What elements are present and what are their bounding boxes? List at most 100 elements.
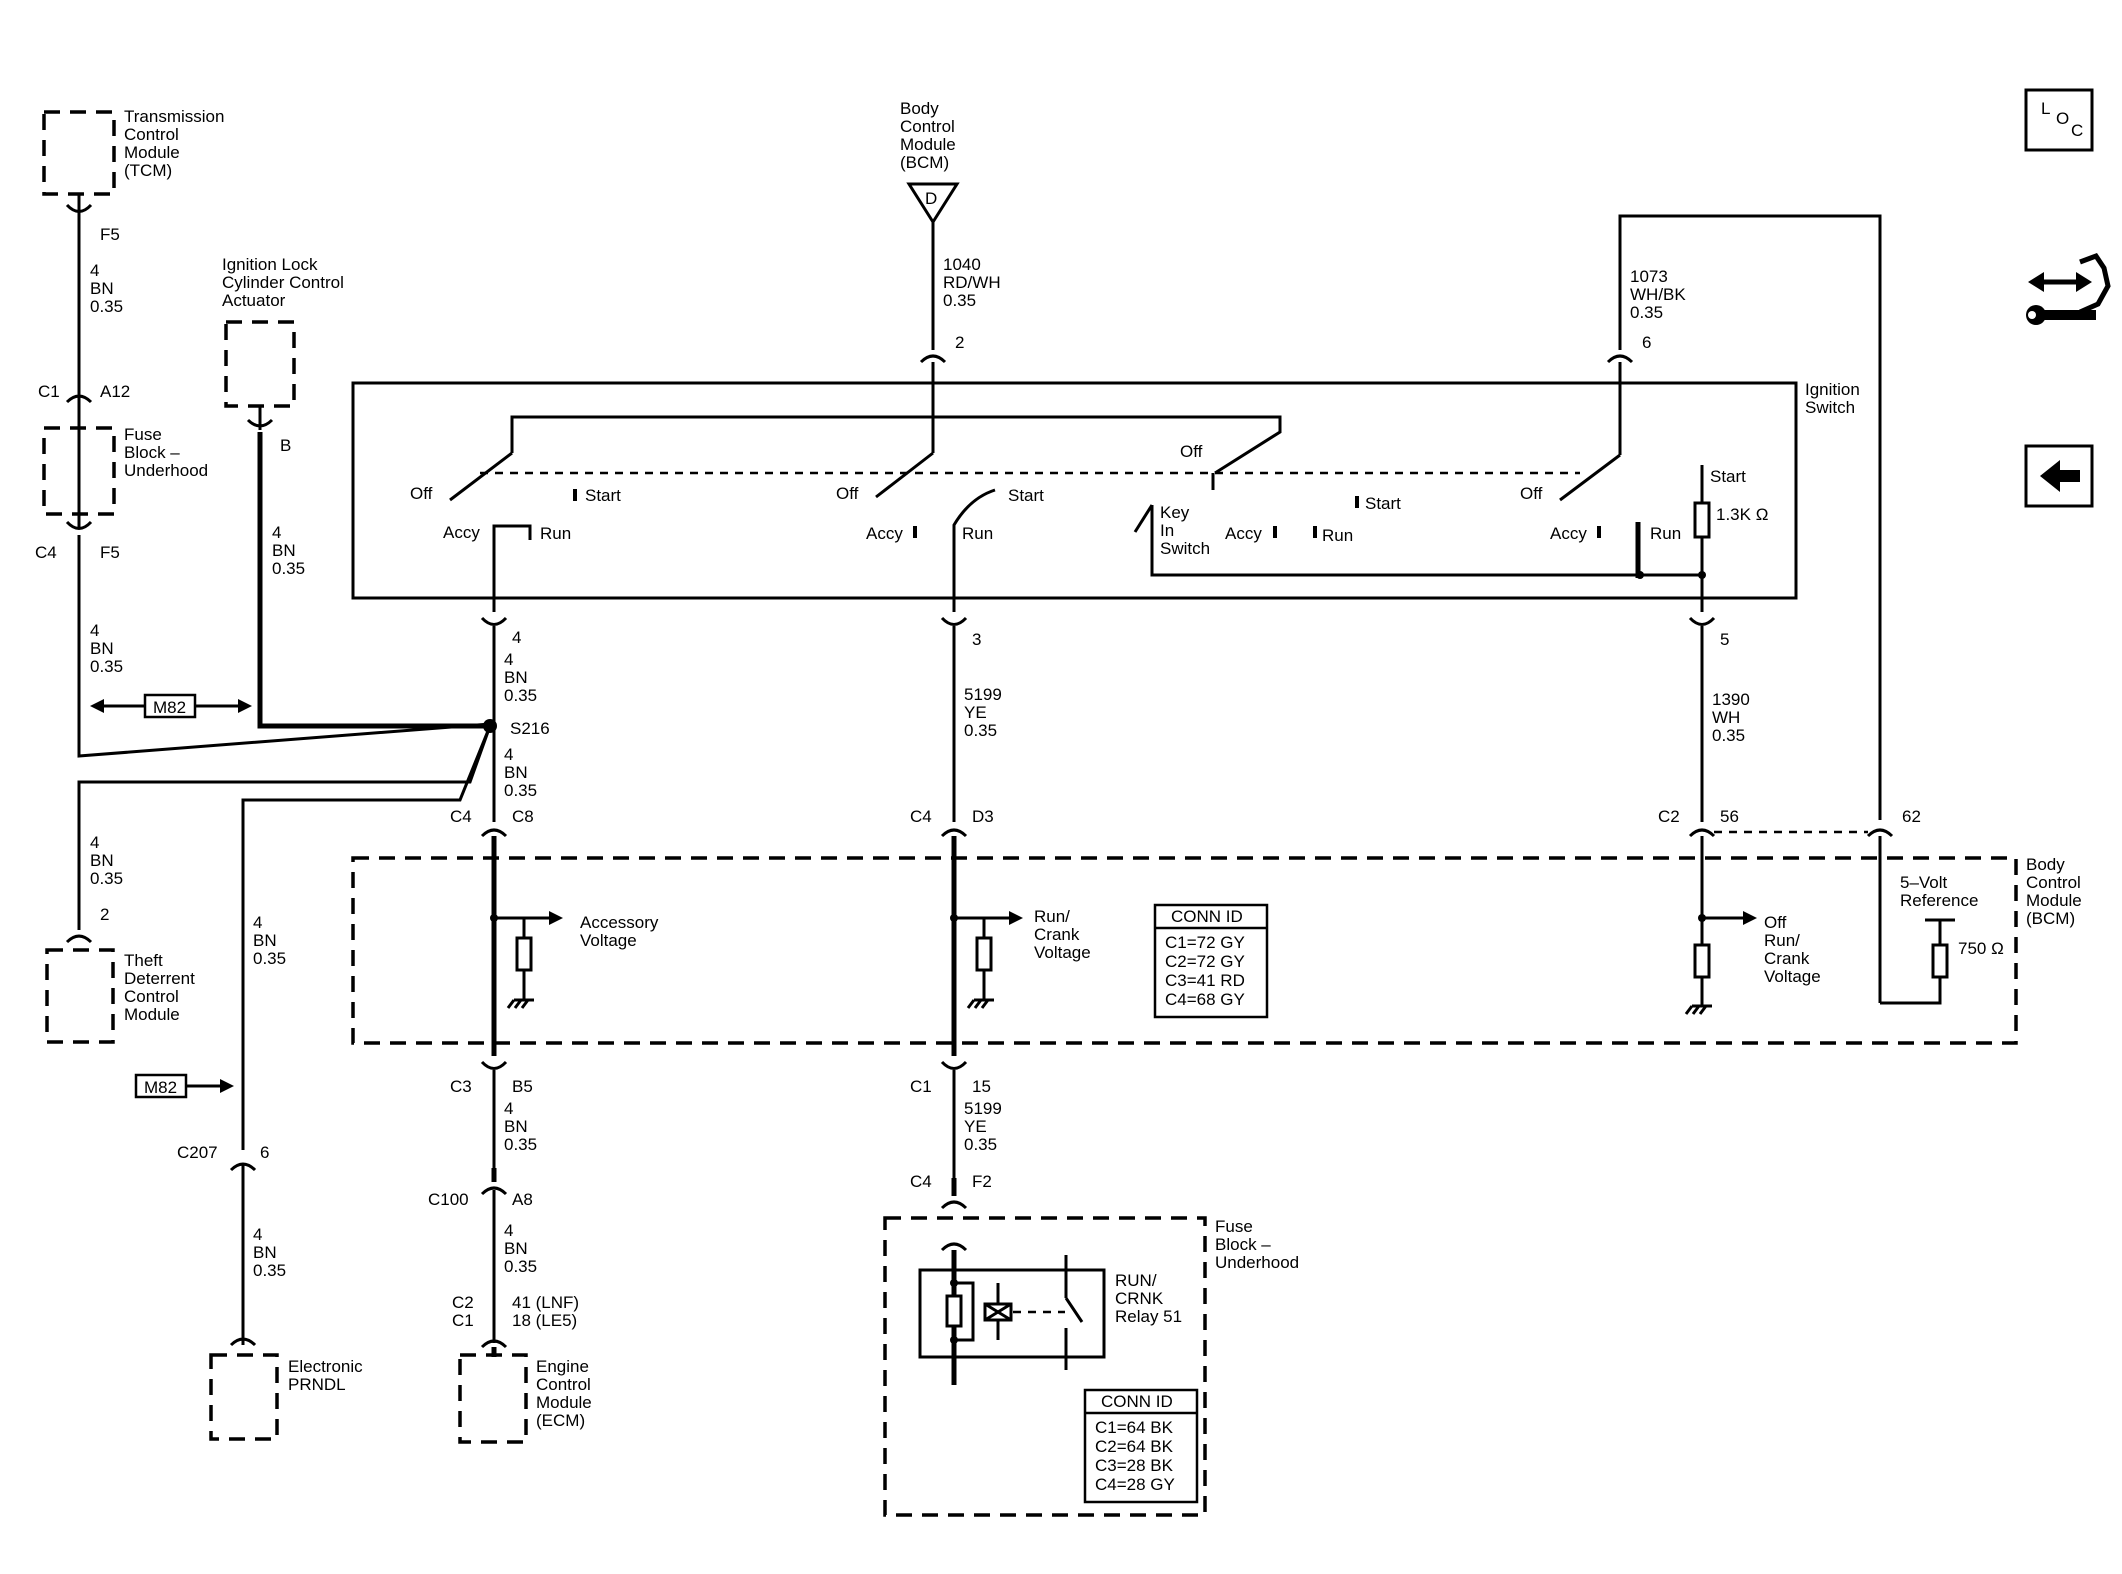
offrun-voltage-2: Run/ bbox=[1764, 931, 1800, 950]
theft-label-2: Deterrent bbox=[124, 969, 195, 988]
runcrank-voltage-3: Voltage bbox=[1034, 943, 1091, 962]
fb-conn-3: C3=28 BK bbox=[1095, 1456, 1174, 1475]
offrun-voltage-4: Voltage bbox=[1764, 967, 1821, 986]
relay-label-3: Relay 51 bbox=[1115, 1307, 1182, 1326]
ecm-pins: C2 C1 41 (LNF) 18 (LE5) bbox=[452, 1293, 579, 1330]
bcm-top-label-2: Control bbox=[900, 117, 955, 136]
connector-c100: C100 A8 bbox=[428, 1168, 533, 1209]
bcm-conn-title: CONN ID bbox=[1171, 907, 1243, 926]
wire-label-1073: 1073 WH/BK 0.35 bbox=[1630, 267, 1686, 322]
ign-pin5-connector bbox=[1688, 616, 1716, 626]
acc-voltage-1: Accessory bbox=[580, 913, 659, 932]
ign-s1-accy: Accy bbox=[443, 523, 480, 542]
bcm-module-box: Body Control Module (BCM) Accessory Volt… bbox=[351, 836, 2082, 1056]
ign-pin4: 4 bbox=[512, 628, 521, 647]
connector-c207: C207 6 bbox=[177, 1143, 269, 1172]
svg-text:C4: C4 bbox=[910, 1172, 932, 1191]
svg-text:4: 4 bbox=[504, 1099, 513, 1118]
m82-reference-bottom: M82 bbox=[134, 1073, 234, 1099]
ign-s1-start: Start bbox=[585, 486, 621, 505]
tcm-label-2: Control bbox=[124, 125, 179, 144]
svg-text:4: 4 bbox=[272, 523, 281, 542]
svg-text:1390: 1390 bbox=[1712, 690, 1750, 709]
svg-text:C100: C100 bbox=[428, 1190, 469, 1209]
runcrank-voltage-2: Crank bbox=[1034, 925, 1080, 944]
ign-s3-off: Off bbox=[1180, 442, 1203, 461]
theft-pin: 2 bbox=[100, 905, 109, 924]
connector-wrench-icon[interactable] bbox=[2026, 252, 2111, 325]
svg-text:BN: BN bbox=[90, 639, 114, 658]
runcrank-voltage-1: Run/ bbox=[1034, 907, 1070, 926]
relay-label-2: CRNK bbox=[1115, 1289, 1164, 1308]
svg-text:RD/WH: RD/WH bbox=[943, 273, 1001, 292]
fb-conn-1: C1=64 BK bbox=[1095, 1418, 1174, 1437]
ign-pin3-connector bbox=[940, 616, 968, 626]
fb-left-c1: C1 bbox=[38, 382, 60, 401]
ign-s4-start: Start bbox=[1710, 467, 1746, 486]
fb-left-a12: A12 bbox=[100, 382, 130, 401]
fb-conn-4: C4=28 GY bbox=[1095, 1475, 1175, 1494]
ign-label-2: Switch bbox=[1805, 398, 1855, 417]
offrun-voltage-1: Off bbox=[1764, 913, 1787, 932]
svg-text:B5: B5 bbox=[512, 1077, 533, 1096]
ilc-pin-b: B bbox=[280, 436, 291, 455]
svg-text:0.35: 0.35 bbox=[943, 291, 976, 310]
svg-text:62: 62 bbox=[1902, 807, 1921, 826]
ign-s4-accy: Accy bbox=[1550, 524, 1587, 543]
fb-left-f5: F5 bbox=[100, 543, 120, 562]
fb-bottom-label-3: Underhood bbox=[1215, 1253, 1299, 1272]
connector-c2-56: C2 56 bbox=[1658, 807, 1868, 838]
svg-text:0.35: 0.35 bbox=[504, 1135, 537, 1154]
wire-label-ecm-a: 4 BN 0.35 bbox=[504, 1099, 537, 1154]
ign-pin4-connector bbox=[480, 616, 508, 626]
ign-s1-off: Off bbox=[410, 484, 433, 503]
ilc-label-2: Cylinder Control bbox=[222, 273, 344, 292]
svg-text:WH/BK: WH/BK bbox=[1630, 285, 1686, 304]
connector-c1-15: C1 15 bbox=[910, 1060, 991, 1096]
bcm-top-pin2: 2 bbox=[955, 333, 964, 352]
splice-label: S216 bbox=[510, 719, 550, 738]
svg-text:0.35: 0.35 bbox=[504, 781, 537, 800]
svg-text:C2: C2 bbox=[1658, 807, 1680, 826]
wire-label-5199a: 5199 YE 0.35 bbox=[964, 685, 1002, 740]
back-arrow-icon bbox=[2040, 460, 2080, 492]
bcm-right-label-2: Control bbox=[2026, 873, 2081, 892]
svg-text:C3: C3 bbox=[450, 1077, 472, 1096]
loc-letter-c: C bbox=[2071, 121, 2083, 140]
ign-resistor: 1.3K Ω bbox=[1716, 505, 1768, 524]
bcm-conn-2: C2=72 GY bbox=[1165, 952, 1245, 971]
bcm-top-connector: D bbox=[925, 189, 937, 208]
ref-label-1: 5–Volt bbox=[1900, 873, 1948, 892]
ref-label-2: Reference bbox=[1900, 891, 1978, 910]
ign-keyin-3: Switch bbox=[1160, 539, 1210, 558]
fb-conn-2: C2=64 BK bbox=[1095, 1437, 1174, 1456]
relay-label-1: RUN/ bbox=[1115, 1271, 1157, 1290]
m82-label-top: M82 bbox=[153, 698, 186, 717]
ref-resistor: 750 Ω bbox=[1958, 939, 2004, 958]
back-arrow-button[interactable] bbox=[2024, 444, 2094, 508]
ign-s1-run: Run bbox=[540, 524, 571, 543]
wire-label-5199b: 5199 YE 0.35 bbox=[964, 1099, 1002, 1154]
ign-pin3: 3 bbox=[972, 630, 981, 649]
svg-text:0.35: 0.35 bbox=[272, 559, 305, 578]
svg-text:1073: 1073 bbox=[1630, 267, 1668, 286]
svg-text:BN: BN bbox=[272, 541, 296, 560]
svg-text:4: 4 bbox=[90, 261, 99, 280]
loc-button[interactable]: L O C bbox=[2024, 88, 2094, 152]
svg-text:4: 4 bbox=[90, 833, 99, 852]
wire-label-prndl2: 4 BN 0.35 bbox=[253, 1225, 286, 1280]
bcm-top-label-1: Body bbox=[900, 99, 939, 118]
svg-text:WH: WH bbox=[1712, 708, 1740, 727]
wire-label-ecm-b: 4 BN 0.35 bbox=[504, 1221, 537, 1276]
ecm-label-4: (ECM) bbox=[536, 1411, 585, 1430]
tcm-label-4: (TCM) bbox=[124, 161, 172, 180]
ilc-actuator: Ignition Lock Cylinder Control Actuator … bbox=[222, 255, 344, 455]
wire-label-theft: 4 BN 0.35 bbox=[90, 833, 123, 888]
wire-label-bcm-d: 1040 RD/WH 0.35 bbox=[943, 255, 1001, 310]
ign-s4-off: Off bbox=[1520, 484, 1543, 503]
engine-control-module: Engine Control Module (ECM) bbox=[458, 1339, 592, 1444]
svg-text:0.35: 0.35 bbox=[253, 949, 286, 968]
svg-text:41 (LNF): 41 (LNF) bbox=[512, 1293, 579, 1312]
svg-text:C4: C4 bbox=[450, 807, 472, 826]
ign-s3-accy: Accy bbox=[1225, 524, 1262, 543]
